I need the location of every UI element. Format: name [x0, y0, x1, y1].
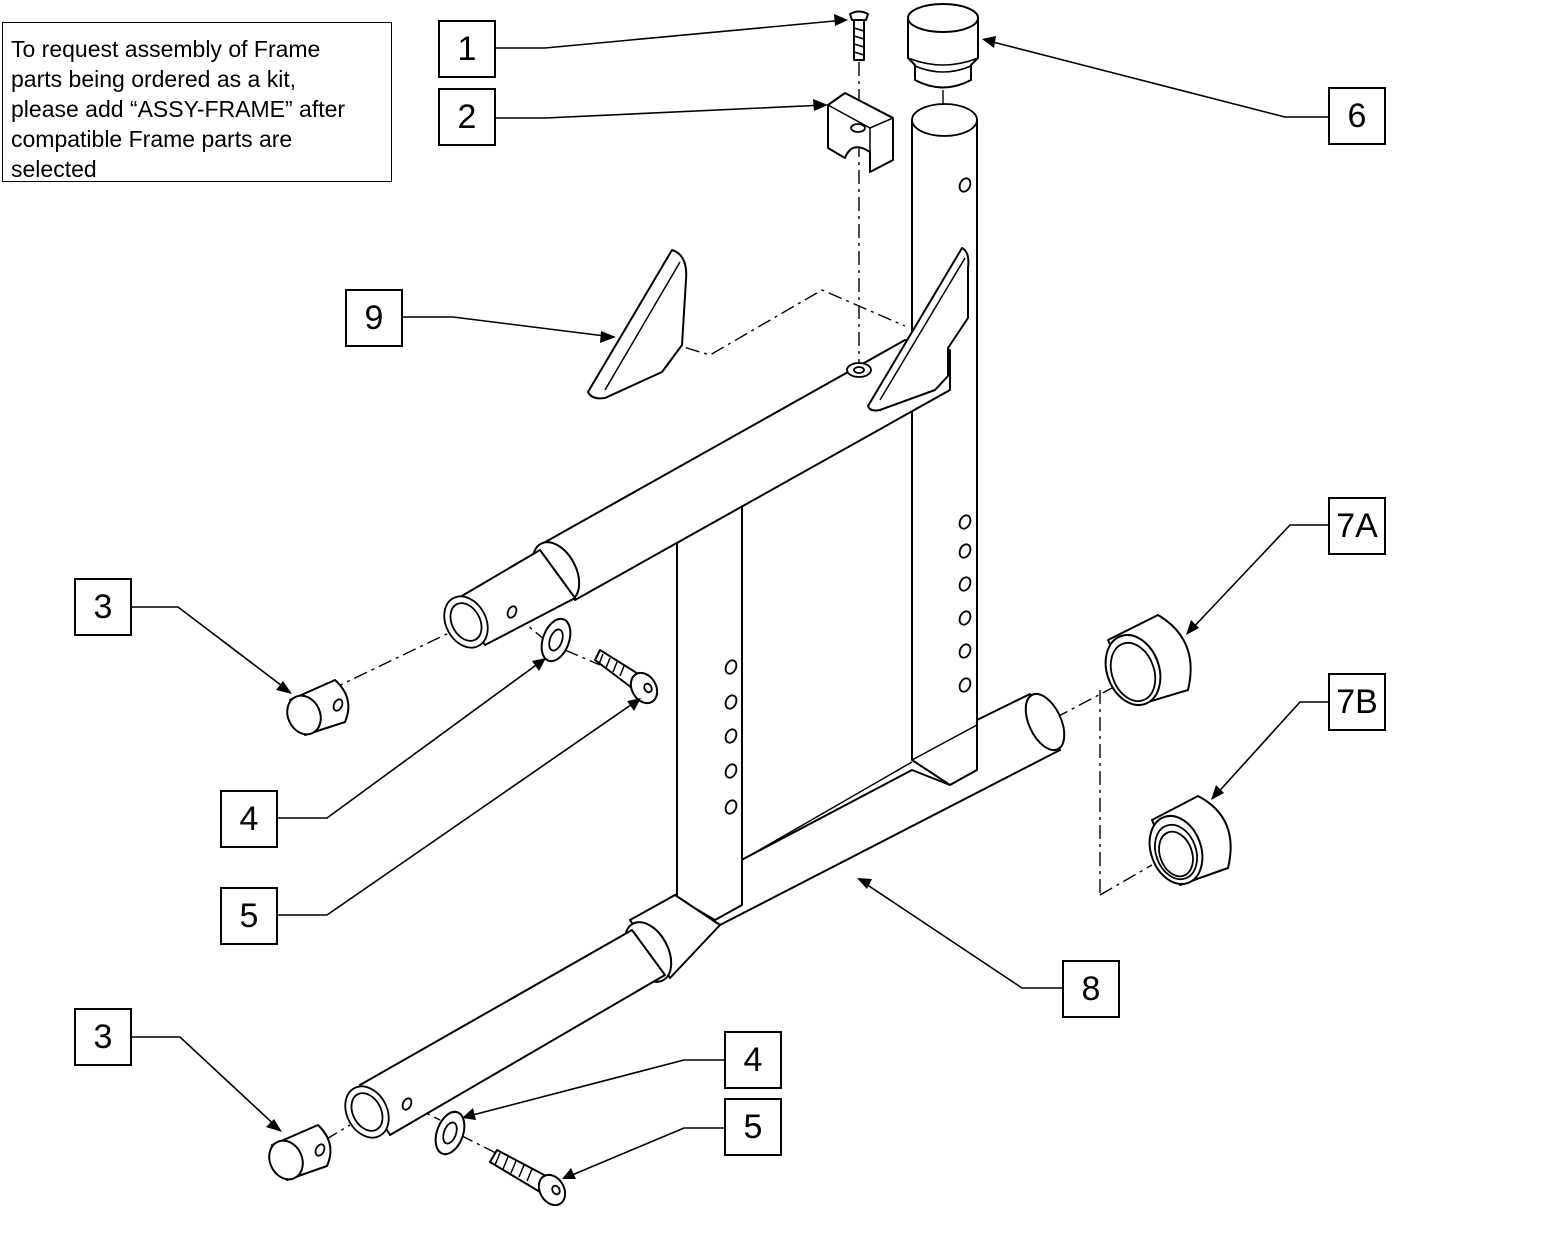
- callout-7b: 7B: [1328, 673, 1386, 731]
- callout-6: 6: [1328, 87, 1386, 145]
- top-screw: [849, 10, 869, 61]
- callout-5-upper: 5: [220, 887, 278, 945]
- callout-3-upper: 3: [74, 578, 132, 636]
- leader-lines: [130, 14, 1328, 1179]
- top-cap: [907, 3, 979, 89]
- callout-9: 9: [345, 289, 403, 347]
- spacer-7a: [1104, 614, 1192, 706]
- spacer-7b: [1148, 795, 1232, 886]
- rear-vertical-post: [911, 103, 978, 786]
- note-line-1: To request assembly of Frame: [11, 36, 321, 62]
- end-plug-upper: [286, 679, 350, 736]
- armrest-pad-right: [867, 247, 970, 412]
- callout-4-lower: 4: [724, 1031, 782, 1089]
- clamp-block: [827, 92, 894, 173]
- callout-5-lower: 5: [724, 1098, 782, 1156]
- callout-8: 8: [1062, 960, 1120, 1018]
- callout-3-lower: 3: [74, 1008, 132, 1066]
- assembly-note: To request assembly of Frame parts being…: [2, 22, 392, 182]
- bolt-lower: [489, 1149, 567, 1207]
- end-plug-lower: [268, 1124, 332, 1181]
- callout-2: 2: [438, 88, 496, 146]
- callout-1: 1: [438, 20, 496, 78]
- washer-lower: [434, 1110, 466, 1156]
- note-line-3: please add “ASSY-FRAME” after: [11, 96, 346, 122]
- note-line-5: selected: [11, 156, 97, 182]
- front-vertical-post: [676, 504, 913, 921]
- assembly-centerlines: [324, 62, 1153, 1156]
- note-line-4: compatible Frame parts are: [11, 126, 293, 152]
- armrest-pad-left: [587, 249, 688, 400]
- upper-diagonal-tube: [443, 339, 951, 649]
- note-line-2: parts being ordered as a kit,: [11, 66, 297, 92]
- bolt-upper: [594, 649, 659, 705]
- callout-7a: 7A: [1328, 497, 1386, 555]
- lower-front-tube: [344, 894, 721, 1139]
- callout-4-upper: 4: [220, 790, 278, 848]
- washer-upper: [540, 617, 572, 663]
